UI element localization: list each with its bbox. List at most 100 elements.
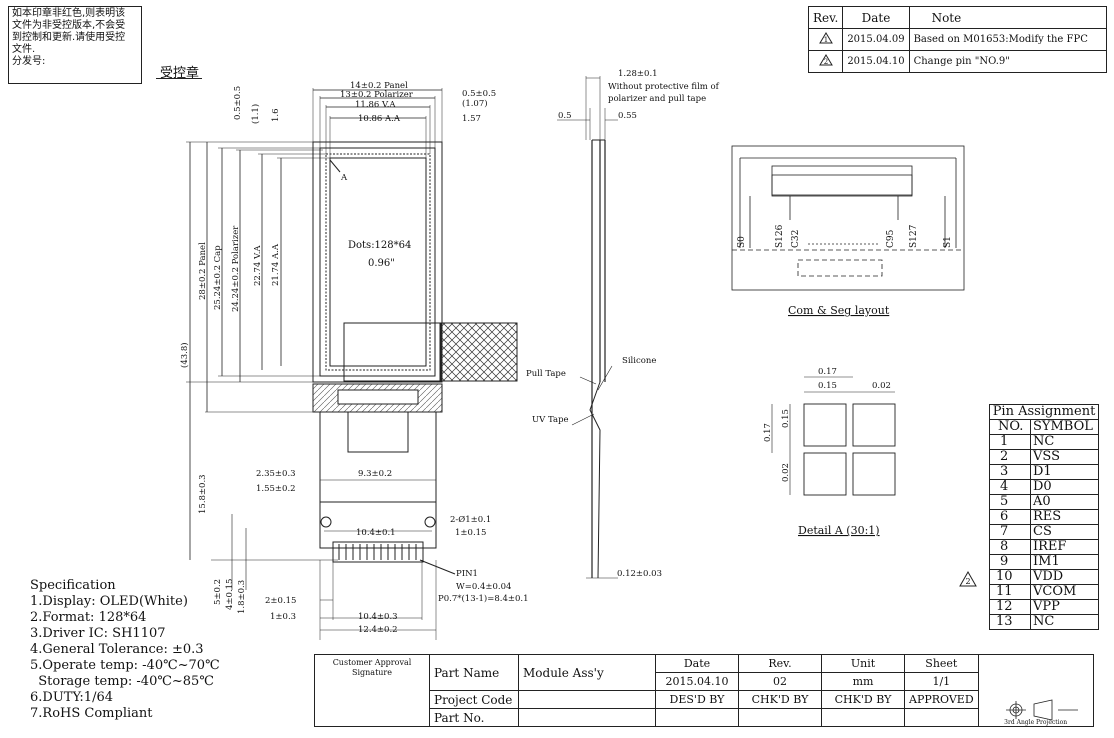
pin-no: 13 — [989, 614, 1031, 630]
svg-text:2: 2 — [823, 58, 827, 66]
pin-no: 1 — [989, 434, 1031, 450]
pin-symbol: IM1 — [1030, 554, 1099, 570]
revision-table: Rev. Date Note 1 2015.04.09 Based on M01… — [807, 6, 1107, 73]
revision-triangle-icon: 2 — [818, 54, 833, 66]
pin-symbol: NC — [1030, 434, 1099, 450]
spec-item: 3.Driver IC: SH1107 — [30, 626, 166, 641]
spec-item: 1.Display: OLED(White) — [30, 594, 188, 609]
pin-table-title: Pin Assignment — [989, 404, 1099, 420]
dim-polarizer-width: 13±0.2 Polarizer — [340, 90, 414, 100]
side-dim: 0.55 — [618, 111, 637, 121]
pin-symbol-header: SYMBOL — [1030, 419, 1099, 435]
part-name-value: Module Ass'y — [518, 654, 656, 691]
pin-symbol: RES — [1030, 509, 1099, 525]
front-view-dims: 14±0.2 Panel 13±0.2 Polarizer 11.86 V.A … — [179, 81, 529, 635]
project-code-label: Project Code — [429, 690, 519, 709]
dim-vertical: (43.8) — [179, 342, 190, 368]
stamp-line: 到控制和更新.请使用受控 — [12, 32, 126, 43]
detail-a-labels: 0.17 0.15 0.02 0.17 0.15 0.02 Detail A (… — [763, 367, 891, 537]
fpc-dim: 12.4±0.2 — [358, 625, 398, 635]
fpc-dim: 10.4±0.1 — [356, 528, 396, 538]
detail-dim: 0.02 — [872, 381, 891, 391]
side-note: Without protective film of — [608, 82, 720, 92]
side-view-labels: 1.28±0.1 Without protective film of pola… — [526, 69, 720, 579]
detail-dim: 0.15 — [781, 409, 791, 428]
pin-no-header: NO. — [989, 419, 1031, 435]
side-view — [557, 76, 618, 579]
fpc-dim: 2±0.15 — [265, 596, 296, 606]
pin-symbol: VSS — [1030, 449, 1099, 465]
rev-note: Change pin "NO.9" — [908, 50, 1107, 73]
svg-text:1: 1 — [823, 36, 827, 44]
pin-no: 2 — [989, 449, 1031, 465]
detail-dim: 0.17 — [763, 423, 773, 442]
fpc-dim: W=0.4±0.04 — [456, 582, 511, 592]
pull-tape-label: Pull Tape — [526, 369, 566, 379]
specification-block: Specification 1.Display: OLED(White) 2.F… — [30, 578, 220, 722]
pin-symbol: VDD — [1030, 569, 1099, 585]
dim-vertical: (1.1) — [250, 104, 261, 124]
pin-no: 6 — [989, 509, 1031, 525]
stamp-underline — [156, 78, 202, 79]
signoff-checked: CHK'D BY — [821, 690, 905, 709]
pin-no: 12 — [989, 599, 1031, 615]
marker-a: A — [340, 173, 348, 183]
revision-row: 1 2015.04.09 Based on M01653:Modify the … — [807, 28, 1107, 51]
blank-cell — [655, 708, 739, 727]
marker-a-leader — [329, 159, 341, 173]
pin-symbol: A0 — [1030, 494, 1099, 510]
seg-label: S0 — [737, 236, 747, 248]
dim-vertical: 24.24±0.2 Polarizer — [231, 225, 241, 312]
dim-vertical: 0.5±0.5 — [233, 86, 243, 120]
date-header: Date — [842, 6, 910, 29]
stamp-line: 分发号: — [12, 56, 46, 67]
pin-no: 4 — [989, 479, 1031, 495]
sheet-value: 1/1 — [904, 672, 979, 691]
customer-approval-label: Customer Approval — [332, 658, 412, 667]
date-value: 2015.04.10 — [655, 672, 739, 691]
rev-value: 02 — [738, 672, 822, 691]
seg-label: S127 — [909, 224, 919, 248]
pin-symbol: VPP — [1030, 599, 1099, 615]
fpc-dim: 1.55±0.2 — [256, 484, 296, 494]
dim-vertical: 4±0.15 — [225, 579, 235, 610]
spec-item: 6.DUTY:1/64 — [30, 690, 114, 705]
spec-item: Storage temp: -40℃~85℃ — [30, 674, 214, 689]
pin-symbol: CS — [1030, 524, 1099, 540]
projection-label: 3rd Angle Projection — [1004, 719, 1068, 726]
uv-tape-label: UV Tape — [532, 415, 569, 425]
stamp-line: 如本印章非红色,则表明该 — [12, 8, 126, 19]
rev-header: Rev. — [807, 6, 844, 29]
fpc-dim: 10.4±0.3 — [358, 612, 398, 622]
signature-label: Signature — [351, 668, 392, 677]
dim-offset: (1.07) — [462, 98, 488, 109]
dim-panel-width: 14±0.2 Panel — [350, 81, 408, 91]
front-view — [186, 88, 518, 640]
signoff-approved: APPROVED — [904, 690, 979, 709]
rev-marker: 1 — [807, 28, 844, 51]
dim-vertical: 5±0.2 — [213, 579, 223, 605]
dim-vertical: 25.24±0.2 Cap — [213, 245, 223, 310]
fpc-dim: 2.35±0.3 — [256, 469, 296, 479]
fpc-bending-area — [440, 322, 518, 382]
fpc-dim: 1±0.3 — [270, 612, 296, 622]
detail-a — [771, 376, 896, 496]
pin-symbol: NC — [1030, 614, 1099, 630]
stamp-line: 文件为非受控版本,不会受 — [12, 20, 126, 31]
dim-vertical: 22.74 V.A — [253, 245, 263, 286]
com-seg-layout — [731, 145, 965, 291]
revision-row: 2 2015.04.10 Change pin "NO.9" — [807, 50, 1107, 73]
pin1-label: PIN1 — [456, 569, 478, 579]
unit-header: Unit — [821, 654, 905, 673]
signoff-checked: CHK'D BY — [738, 690, 822, 709]
pin-symbol: D0 — [1030, 479, 1099, 495]
